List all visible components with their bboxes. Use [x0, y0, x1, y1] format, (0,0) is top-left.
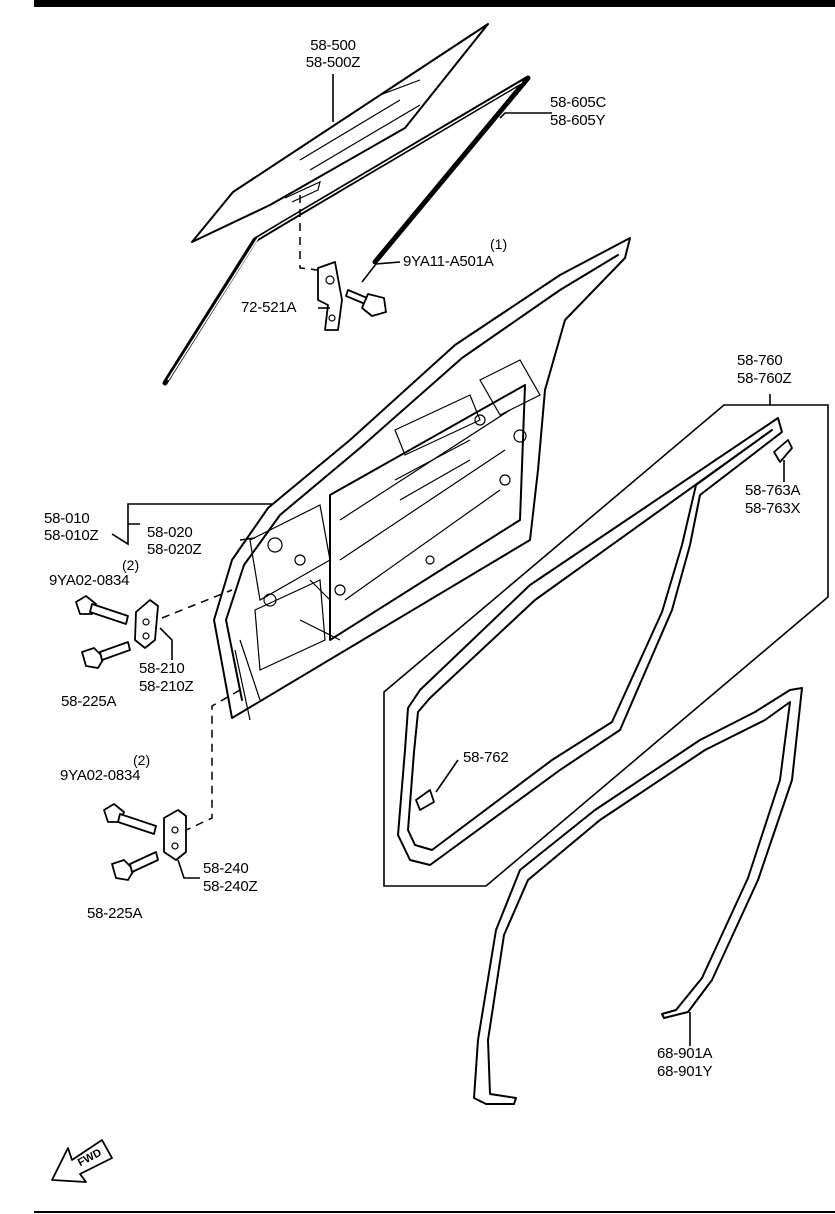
opening-seal — [473, 687, 803, 1105]
leader-lines — [111, 74, 771, 546]
callout-hinge-upper-1: 58-210 — [139, 660, 185, 677]
callout-weatherstrip-1: 58-760 — [737, 352, 783, 369]
callout-clip-a-1: 58-763A — [745, 482, 801, 499]
callout-glass-run-2: 58-605Y — [550, 112, 606, 129]
callout-bolt-top: 9YA11-A501A — [403, 253, 494, 270]
clip-a — [773, 439, 793, 482]
callout-door-shell-2: 58-020Z — [147, 541, 202, 558]
callout-weatherstrip-2: 58-760Z — [737, 370, 792, 387]
callout-opening-seal-1: 68-901A — [657, 1045, 713, 1062]
callout-hinge-bolt-lower: 9YA02-0834 — [60, 767, 141, 784]
callout-hinge-bolt-lower-qty: (2) — [133, 752, 151, 768]
glass-run-channel — [162, 75, 531, 386]
callout-glass-2: 58-500Z — [305, 54, 361, 71]
hinge-upper — [134, 589, 233, 660]
hinge-bolts-upper — [75, 595, 131, 669]
fwd-arrow-icon: FWD — [51, 1139, 113, 1183]
callout-glass-1: 58-500 — [310, 37, 356, 54]
callout-hinge-lower-2: 58-240Z — [203, 878, 258, 895]
callout-hinge-lower-1: 58-240 — [203, 860, 249, 877]
clip-b — [415, 759, 459, 811]
weatherstrip — [397, 417, 783, 866]
weatherstrip-box — [383, 404, 829, 887]
callout-glass-run-1: 58-605C — [550, 94, 607, 111]
glass-bracket — [299, 195, 343, 331]
callout-hinge-bolt-upper: 9YA02-0834 — [49, 572, 130, 589]
callout-bracket: 72-521A — [241, 299, 297, 316]
door-shell — [213, 237, 631, 721]
callout-door-shell-1: 58-020 — [147, 524, 193, 541]
callout-hinge-upper-2: 58-210Z — [139, 678, 194, 695]
callout-bolt-upper: 58-225A — [61, 693, 117, 710]
callout-bolt-lower: 58-225A — [87, 905, 143, 922]
bolt-top — [345, 289, 387, 317]
callout-bolt-top-qty: (1) — [490, 236, 508, 252]
callout-opening-seal-2: 68-901Y — [657, 1063, 713, 1080]
callout-clip-a-2: 58-763X — [745, 500, 801, 517]
callout-hinge-bolt-upper-qty: (2) — [122, 557, 140, 573]
hinge-lower — [163, 689, 241, 879]
callout-door-panel-2: 58-010Z — [44, 527, 99, 544]
callout-clip-b: 58-762 — [463, 749, 509, 766]
callout-door-panel-1: 58-010 — [44, 510, 90, 527]
hinge-bolts-lower — [103, 803, 159, 881]
top-border — [34, 0, 835, 7]
door-glass — [191, 23, 489, 243]
